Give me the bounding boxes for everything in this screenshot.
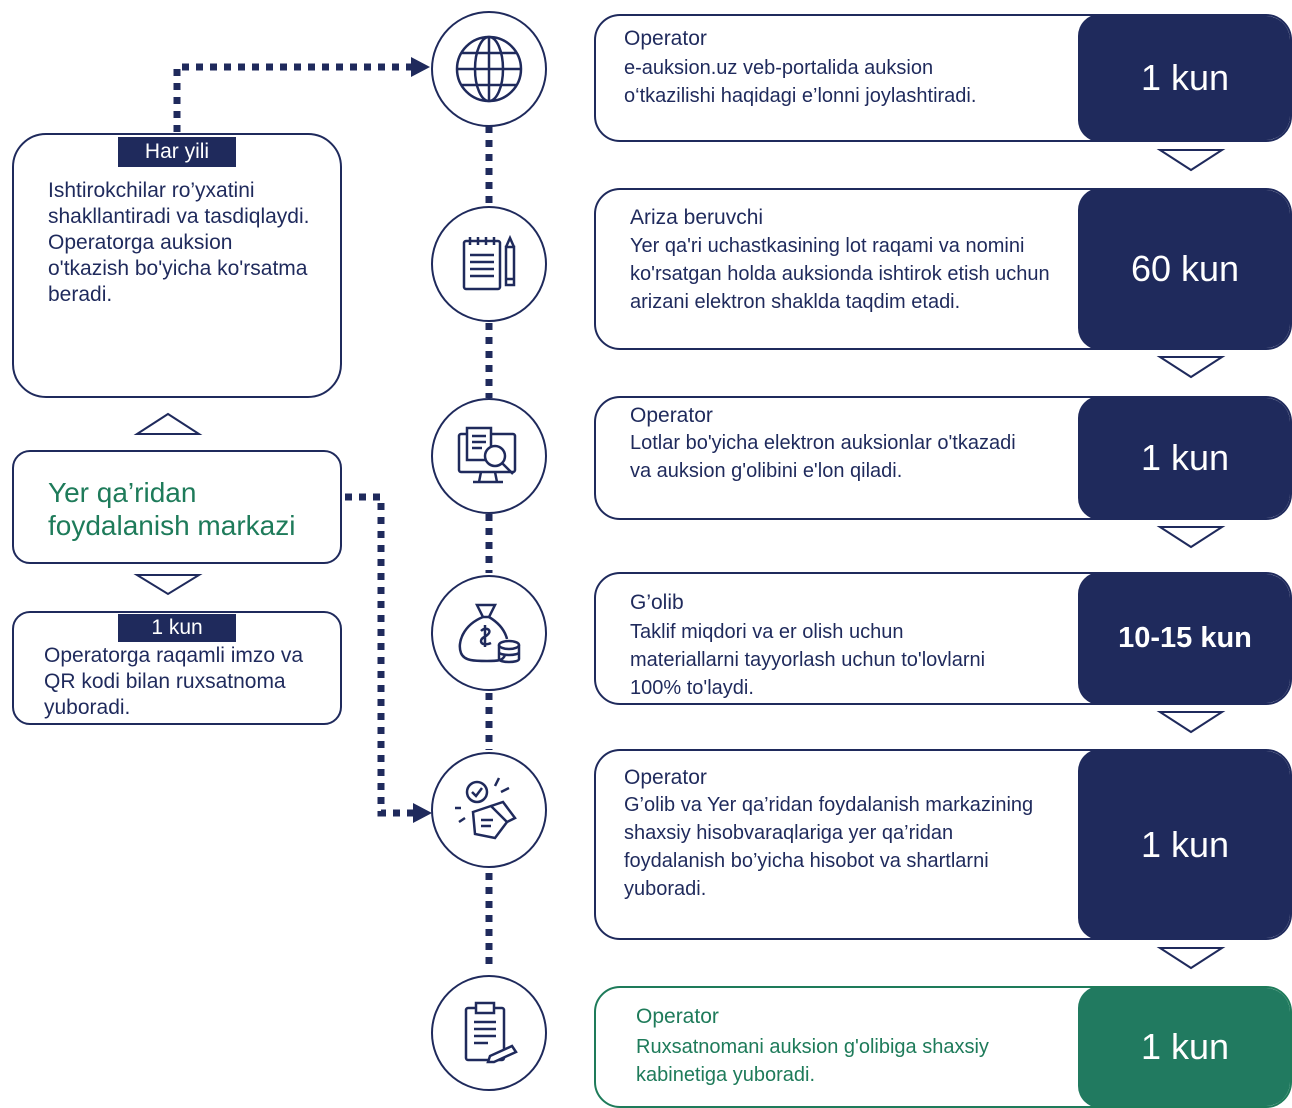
up-triangle xyxy=(133,412,203,435)
top-arrowhead xyxy=(411,57,430,77)
step-6-card: Operator Ruxsatnomani auksion g'olibiga … xyxy=(594,986,1292,1108)
step-5-duration: 1 kun xyxy=(1078,751,1290,938)
step-2-card: Ariza beruvchi Yer qa'ri uchastkasining … xyxy=(594,188,1292,350)
step-6-circle xyxy=(431,975,547,1091)
step-3-actor: Operator xyxy=(630,404,713,427)
step-6-actor: Operator xyxy=(636,1005,719,1028)
permit-text: Operatorga raqamli imzo va QR kodi bilan… xyxy=(44,644,304,719)
step-4-description: Taklif miqdori va er olish uchun materia… xyxy=(630,621,986,699)
middle-dotted-arrow xyxy=(345,493,417,817)
top-dotted-arrow xyxy=(173,63,415,132)
step-5-card: Operator G’olib va Yer qa’ridan foydalan… xyxy=(594,749,1292,940)
step-1-circle xyxy=(431,11,547,127)
step-2-description: Yer qa'ri uchastkasining lot raqami va n… xyxy=(630,235,1050,313)
step-6-description: Ruxsatnomani auksion g'olibiga shaxsiy k… xyxy=(636,1036,989,1086)
money-bag-coins-icon xyxy=(458,603,521,664)
step-5-circle xyxy=(431,752,547,868)
step-4-circle xyxy=(431,575,547,691)
step-2-circle xyxy=(431,206,547,322)
notepad-pencil-icon xyxy=(462,234,516,291)
step-2-duration: 60 kun xyxy=(1078,190,1290,348)
step-1-card: Operator e-auksion.uz veb-portalida auks… xyxy=(594,14,1292,142)
annual-text: Ishtirokchilar ro’yxatini shakllantiradi… xyxy=(48,179,310,306)
middle-arrowhead xyxy=(413,803,432,823)
step-4-actor: G’olib xyxy=(630,591,684,614)
clipboard-pen-icon xyxy=(464,1001,518,1064)
step-4-duration: 10-15 kun xyxy=(1078,574,1290,703)
step-5-actor: Operator xyxy=(624,766,707,789)
permit-tag: 1 kun xyxy=(118,614,236,642)
step-1-actor: Operator xyxy=(624,27,707,50)
monitor-search-icon xyxy=(457,426,517,484)
step-6-duration: 1 kun xyxy=(1078,988,1290,1106)
step-3-description: Lotlar bo'yicha elektron auksionlar o'tk… xyxy=(630,432,1016,482)
down-triangles xyxy=(1156,149,1226,970)
subsoil-center-box xyxy=(12,450,342,564)
globe-icon xyxy=(455,35,523,103)
subsoil-center-title: Yer qa’ridan foydalanish markazi xyxy=(48,477,296,541)
step-4-card: G’olib Taklif miqdori va er olish uchun … xyxy=(594,572,1292,705)
step-5-description: G’olib va Yer qa’ridan foydalanish marka… xyxy=(624,794,1034,900)
approval-hand-icon xyxy=(455,777,517,840)
step-3-card: Operator Lotlar bo'yicha elektron auksio… xyxy=(594,396,1292,520)
annual-tag: Har yili xyxy=(118,137,236,167)
step-3-circle xyxy=(431,398,547,514)
step-1-description: e-auksion.uz veb-portalida auksion o‘tka… xyxy=(624,57,977,107)
step-1-duration: 1 kun xyxy=(1078,16,1290,140)
step-3-duration: 1 kun xyxy=(1078,398,1290,518)
down-triangle-left xyxy=(133,574,203,596)
step-2-actor: Ariza beruvchi xyxy=(630,206,764,229)
annual-list-box xyxy=(12,133,342,398)
